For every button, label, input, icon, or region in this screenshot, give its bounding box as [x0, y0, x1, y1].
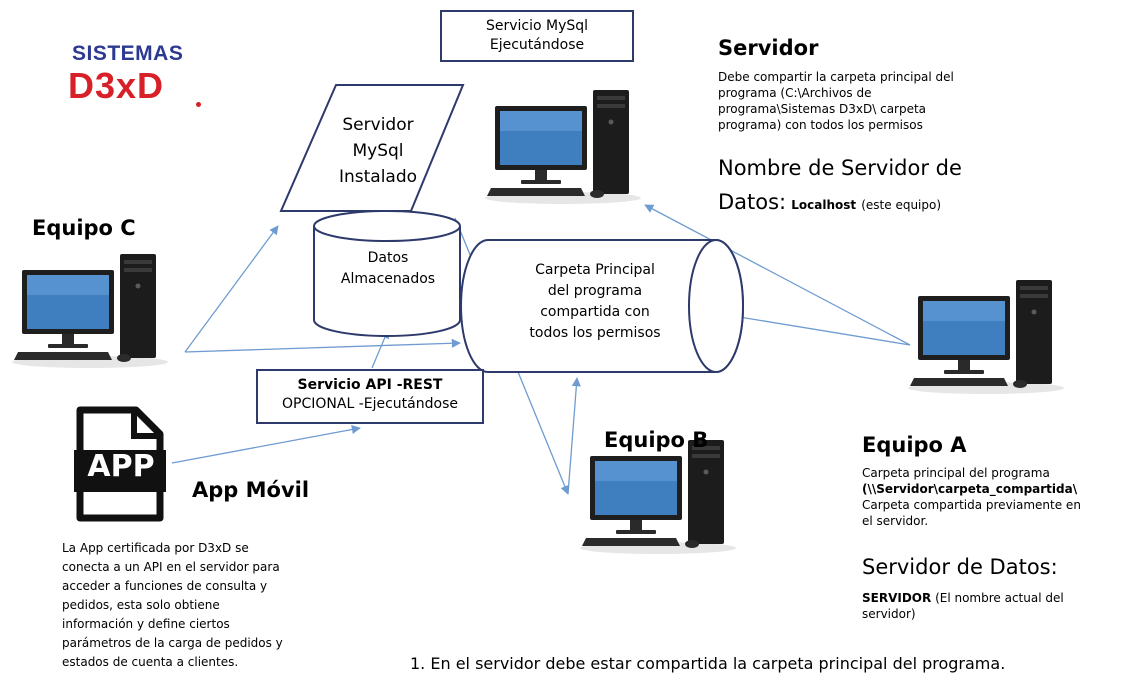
data-cylinder-line2: Almacenados — [340, 271, 436, 287]
shared-folder-text: Carpeta Principal del programa compartid… — [490, 260, 700, 344]
servidor-name-line2: Datos: — [718, 190, 787, 214]
shared-folder-line4: todos los permisos — [529, 325, 661, 341]
servidor-desc-line4: programa) con todos los permisos — [718, 118, 923, 132]
arrow-equipoc-to-server — [184, 225, 279, 353]
footnote: 1. En el servidor debe estar compartida … — [410, 654, 1006, 673]
equipo-a-datos-title: Servidor de Datos: — [862, 555, 1058, 579]
data-cylinder-shape — [313, 210, 461, 337]
data-cylinder-text: Datos Almacenados — [318, 248, 458, 290]
mysql-service-line2: Ejecutándose — [489, 37, 585, 53]
equipo-a-line4: el servidor. — [862, 514, 929, 528]
shared-folder-line2: del programa — [547, 283, 643, 299]
app-title: App Móvil — [192, 478, 310, 502]
mysql-service-line1: Servicio MySql — [485, 18, 589, 34]
shared-folder-shape — [460, 239, 744, 373]
equipo-b-computer-icon — [580, 440, 736, 554]
app-desc-line1: La App certificada por D3xD se — [62, 541, 249, 555]
shared-folder-line1: Carpeta Principal — [535, 262, 655, 278]
logo-sistemas: SISTEMAS — [72, 42, 184, 65]
arrow-equipob-to-folder — [567, 377, 581, 495]
server-computer-icon — [485, 90, 641, 204]
data-cylinder-line1: Datos — [367, 250, 409, 266]
logo-d3xd: D3xD — [68, 65, 165, 106]
app-desc-line2: conecta a un API en el servidor para — [62, 560, 280, 574]
servidor-title: Servidor — [718, 36, 819, 60]
logo-dot-icon — [196, 102, 201, 107]
api-service-line2: OPCIONAL -Ejecutándose — [282, 396, 458, 412]
equipo-a-datos-block: SERVIDOR (El nombre actual del servidor) — [862, 590, 1064, 622]
servidor-name-value: Localhost — [791, 198, 857, 212]
equipo-a-computer-icon — [908, 280, 1064, 394]
equipo-a-line3: Carpeta compartida previamente en — [862, 498, 1081, 512]
servidor-name-line1: Nombre de Servidor de — [718, 156, 962, 180]
mysql-server-text: Servidor MySql Instalado — [318, 112, 438, 190]
mysql-server-line1: Servidor — [342, 115, 414, 135]
servidor-name-row: Datos: Localhost (este equipo) — [718, 190, 941, 214]
app-file-icon — [74, 406, 166, 522]
equipo-a-description: Carpeta principal del programa (\\Servid… — [862, 465, 1081, 529]
equipo-a-line2: (\\Servidor\carpeta_compartida\ — [862, 482, 1078, 496]
equipo-a-line1: Carpeta principal del programa — [862, 466, 1050, 480]
equipo-b-title: Equipo B — [604, 428, 709, 452]
app-description: La App certificada por D3xD se conecta a… — [62, 539, 283, 672]
servidor-desc-line1: Debe compartir la carpeta principal del — [718, 70, 954, 84]
app-desc-line7: estados de cuenta a clientes. — [62, 655, 239, 669]
arrow-app-to-api — [171, 425, 361, 464]
api-service-line1: Servicio API -REST — [297, 377, 443, 393]
equipo-a-title: Equipo A — [862, 433, 967, 457]
servidor-desc-line3: programa\Sistemas D3xD\ carpeta — [718, 102, 927, 116]
mysql-service-box: Servicio MySql Ejecutándose — [440, 10, 634, 62]
servidor-name-note: (este equipo) — [861, 198, 942, 212]
mysql-server-line3: Instalado — [338, 167, 418, 187]
servidor-description: Debe compartir la carpeta principal del … — [718, 69, 954, 133]
app-desc-line4: pedidos, esta solo obtiene — [62, 598, 220, 612]
app-desc-line5: información y define ciertos — [62, 617, 230, 631]
arrow-equipoa-to-server — [644, 204, 911, 346]
equipo-a-datos-note-2: servidor) — [862, 607, 916, 621]
equipo-a-datos-note-1: (El nombre actual del — [935, 591, 1064, 605]
api-service-box: Servicio API -REST OPCIONAL -Ejecutándos… — [256, 369, 484, 424]
shared-folder-line3: compartida con — [540, 304, 650, 320]
mysql-server-line2: MySql — [352, 141, 404, 161]
app-desc-line6: parámetros de la carga de pedidos y — [62, 636, 283, 650]
servidor-desc-line2: programa (C:\Archivos de — [718, 86, 872, 100]
equipo-c-computer-icon — [12, 254, 168, 368]
equipo-c-title: Equipo C — [32, 216, 136, 240]
arrow-equipoc-to-folder — [184, 338, 461, 353]
app-desc-line3: acceder a funciones de consulta y — [62, 579, 268, 593]
equipo-a-datos-value: SERVIDOR — [862, 591, 932, 605]
app-icon-label: APP — [87, 449, 155, 484]
